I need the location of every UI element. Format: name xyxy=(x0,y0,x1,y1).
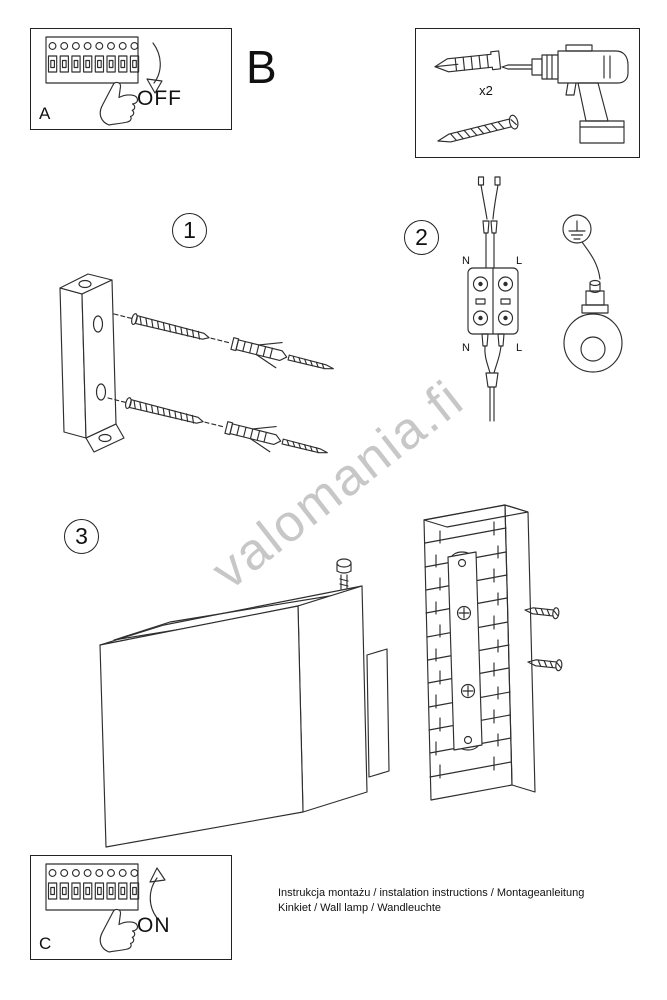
breaker-on-drawing xyxy=(45,863,166,953)
power-on-label: ON xyxy=(137,914,171,937)
panel-a-label: A xyxy=(39,104,51,123)
mounting-bracket-drawing xyxy=(59,273,125,453)
rotate-on-arrow-icon xyxy=(149,867,166,919)
ground-holder-drawing xyxy=(562,214,623,373)
terminal-label-l-bottom: L xyxy=(516,342,522,354)
supply-wires-drawing xyxy=(477,176,501,269)
earth-symbol-icon xyxy=(562,214,592,244)
step-2-badge: 2 xyxy=(404,220,439,255)
step-2-number: 2 xyxy=(415,224,428,250)
ground-wire-drawing xyxy=(581,241,601,280)
step-1-badge: 1 xyxy=(172,213,207,248)
assembly-drawing xyxy=(99,504,563,848)
wiring-drawing: N L N L xyxy=(462,176,522,422)
panel-a: OFF A xyxy=(30,28,232,130)
footer-line-2: Kinkiet / Wall lamp / Wandleuchte xyxy=(278,902,442,914)
footer-line-1: Instrukcja montażu / instalation instruc… xyxy=(278,887,585,899)
expansion-screw-top xyxy=(110,300,338,382)
wall-bracket-drawing xyxy=(447,551,483,751)
step-3-badge: 3 xyxy=(64,519,99,554)
step-1-number: 1 xyxy=(183,217,196,243)
terminal-label-l-top: L xyxy=(516,255,522,267)
back-plate-drawing xyxy=(366,648,390,778)
section-b-label: B xyxy=(246,41,277,93)
hand-icon xyxy=(99,81,139,126)
power-off-label: OFF xyxy=(137,87,182,110)
footer: Instrukcja montażu / instalation instruc… xyxy=(278,886,584,916)
output-wires-drawing xyxy=(481,333,505,422)
step-3-number: 3 xyxy=(75,523,88,549)
breaker-off-drawing xyxy=(45,36,163,126)
lamp-holder-drawing xyxy=(563,279,623,373)
circuit-breaker-drawing xyxy=(45,863,140,911)
panel-c-label: C xyxy=(39,934,52,953)
anchor-quantity: x2 xyxy=(479,83,493,98)
terminal-label-n-top: N xyxy=(462,255,470,267)
hand-icon xyxy=(99,908,139,953)
panel-c: ON C xyxy=(30,855,232,960)
parts-tools-drawing: x2 xyxy=(434,44,629,144)
rotate-off-arrow-icon xyxy=(146,42,163,94)
lamp-cube-drawing xyxy=(99,585,368,848)
drill-drawing xyxy=(501,44,629,144)
panel-b: x2 xyxy=(415,28,640,158)
wall-plug-drawing xyxy=(434,50,502,73)
expansion-screw-bottom xyxy=(104,384,332,466)
terminal-block-drawing xyxy=(467,267,519,335)
terminal-label-n-bottom: N xyxy=(462,342,470,354)
circuit-breaker-drawing xyxy=(45,36,140,84)
screw-drawing xyxy=(437,114,519,143)
wall-anchor-screws-drawing xyxy=(524,607,563,672)
bracket-screws-drawing xyxy=(59,273,338,466)
